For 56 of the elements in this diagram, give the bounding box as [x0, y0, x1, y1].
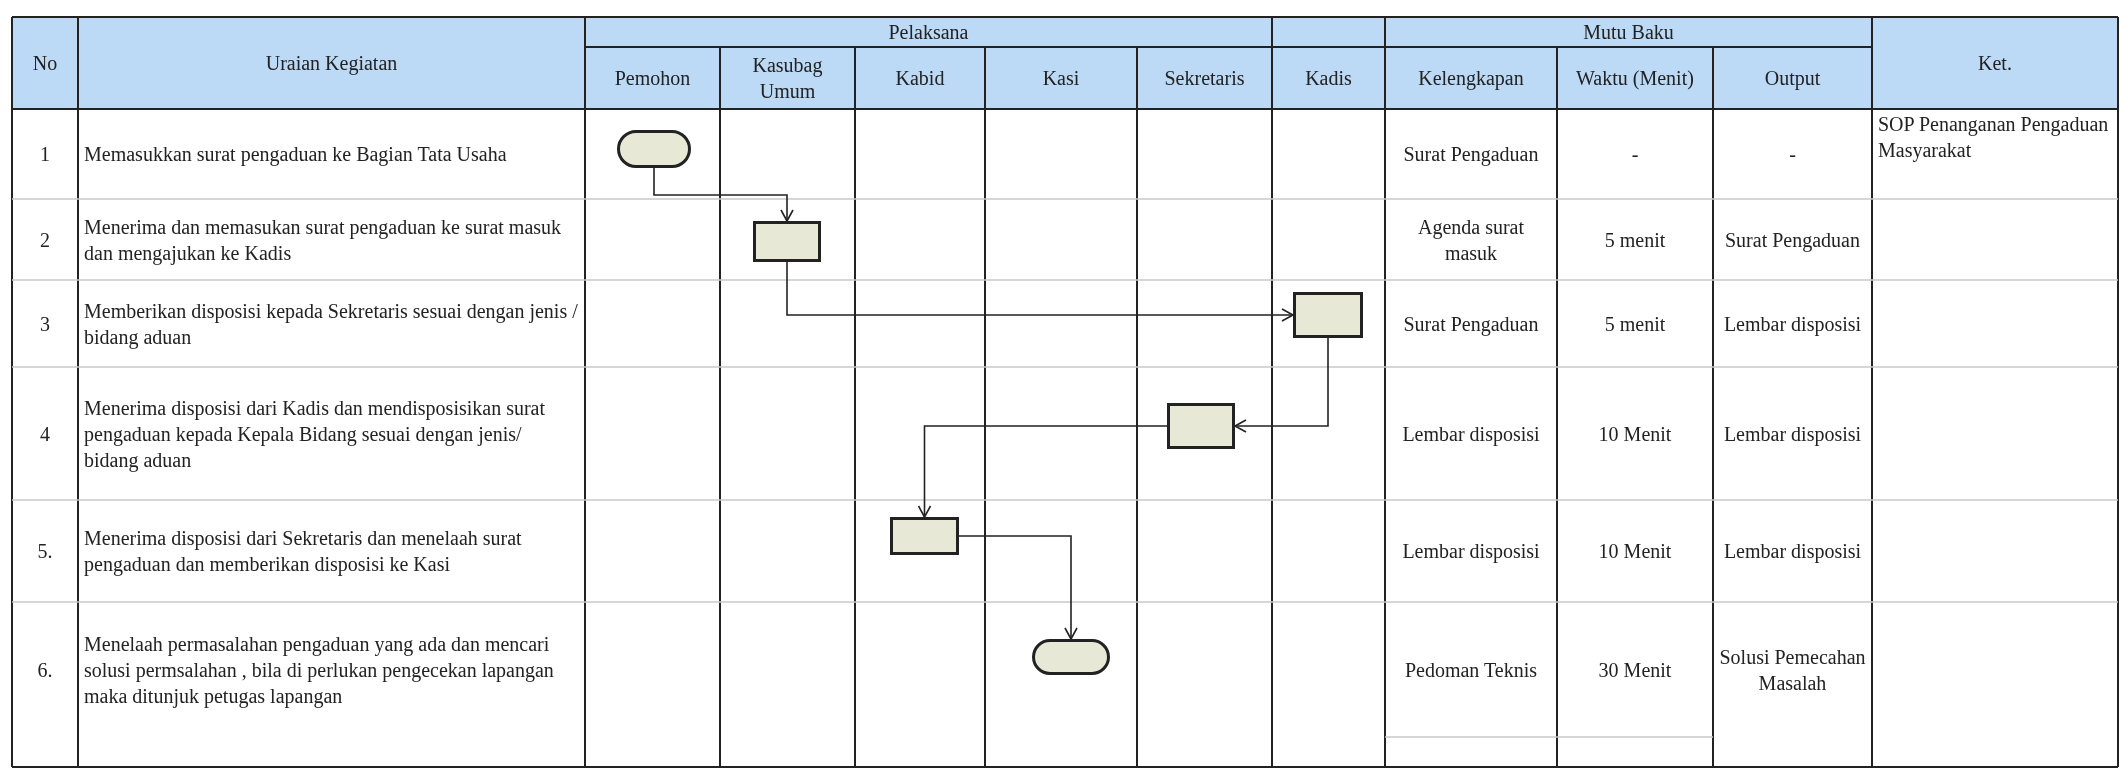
requirement-text: Surat Pengaduan — [1403, 311, 1539, 337]
column-header: Uraian Kegiatan — [265, 51, 398, 76]
terminator-shape — [1032, 639, 1110, 675]
output-text: - — [1789, 142, 1796, 167]
column-header: Kelengkapan — [1418, 66, 1524, 91]
column-header: Sekretaris — [1164, 66, 1245, 91]
activity-description: Memasukkan surat pengaduan ke Bagian Tata Usaha — [84, 142, 507, 167]
process-box — [753, 221, 821, 262]
process-box — [1293, 292, 1363, 338]
column-header: Pemohon — [614, 66, 691, 91]
column-header: Kadis — [1305, 66, 1352, 91]
column-header: Ket. — [1978, 51, 2012, 76]
arrow — [958, 535, 1078, 640]
arrow — [917, 425, 1168, 518]
requirement-text: Lembar disposisi — [1402, 539, 1540, 564]
requirement-text: Pedoman Teknis — [1404, 657, 1538, 683]
row-number: 1 — [40, 142, 50, 167]
output-text: Lembar disposisi — [1723, 421, 1862, 447]
arrow — [786, 261, 1294, 322]
activity-description: Menerima disposisi dari Kadis dan mendisposisikan surat pengaduan kepada Kepala Bidang sesuai dengan jenis/ bidang aduan — [84, 395, 547, 473]
output-text: Solusi Pemecahan Masalah — [1719, 644, 1866, 696]
output-text: Lembar disposisi — [1723, 539, 1862, 564]
duration-text: 30 Menit — [1598, 657, 1672, 683]
duration-text: - — [1631, 142, 1639, 167]
activity-description: Menerima dan memasukan surat pengaduan ke surat masuk dan mengajukan ke Kadis — [84, 214, 563, 266]
terminator-shape — [617, 130, 691, 168]
column-header: Mutu Baku — [1583, 20, 1674, 45]
requirement-text: Lembar disposisi — [1402, 421, 1540, 447]
column-header: Pelaksana — [888, 20, 969, 45]
arrow — [1234, 337, 1329, 433]
row-number: 2 — [40, 227, 50, 253]
activity-description: Memberikan disposisi kepada Sekretaris sesuai dengan jenis / bidang aduan — [84, 298, 579, 350]
column-header: Kabid — [895, 66, 945, 91]
column-header: Kasubag Umum — [751, 53, 824, 104]
column-header: Output — [1764, 66, 1821, 91]
output-text: Lembar disposisi — [1723, 311, 1862, 337]
duration-text: 5 menit — [1604, 227, 1666, 253]
requirement-text: Surat Pengaduan — [1403, 142, 1539, 167]
output-text: Surat Pengaduan — [1725, 227, 1860, 253]
activity-description: Menerima disposisi dari Sekretaris dan menelaah surat pengaduan dan memberikan disposisi ke Kasi — [84, 526, 523, 577]
row-number: 6. — [37, 657, 53, 683]
duration-text: 10 Menit — [1598, 539, 1672, 564]
column-header: Waktu (Menit) — [1576, 66, 1694, 91]
column-header: No — [32, 51, 58, 76]
row-number: 5. — [37, 539, 53, 564]
activity-description: Menelaah permasalahan pengaduan yang ada dan mencari solusi permsalahan , bila di perlukan pengecekan lapangan maka ditunjuk petugas lapangan — [84, 631, 555, 709]
duration-text: 5 menit — [1604, 311, 1666, 337]
requirement-text: Agenda surat masuk — [1416, 214, 1526, 266]
duration-text: 10 Menit — [1598, 421, 1672, 447]
note-text: SOP Penanganan Pengaduan Masyarakat — [1878, 112, 2110, 163]
process-box — [1167, 403, 1235, 449]
row-number: 4 — [40, 421, 50, 447]
process-box — [890, 517, 959, 555]
arrow — [653, 167, 794, 222]
column-header: Kasi — [1042, 66, 1080, 91]
row-number: 3 — [40, 311, 50, 337]
